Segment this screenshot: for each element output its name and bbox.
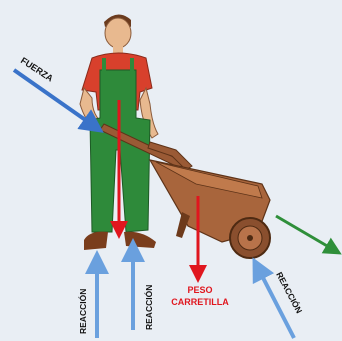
motion-arrow bbox=[276, 216, 334, 250]
weight-label-line2: CARRETILLA bbox=[171, 297, 229, 307]
reaction-left-label: REACCIÓN bbox=[77, 289, 88, 334]
reaction-wheel-arrow bbox=[258, 268, 294, 338]
reaction-center-label: REACCIÓN bbox=[143, 285, 154, 330]
weight-label-line1: PESO bbox=[187, 285, 212, 295]
